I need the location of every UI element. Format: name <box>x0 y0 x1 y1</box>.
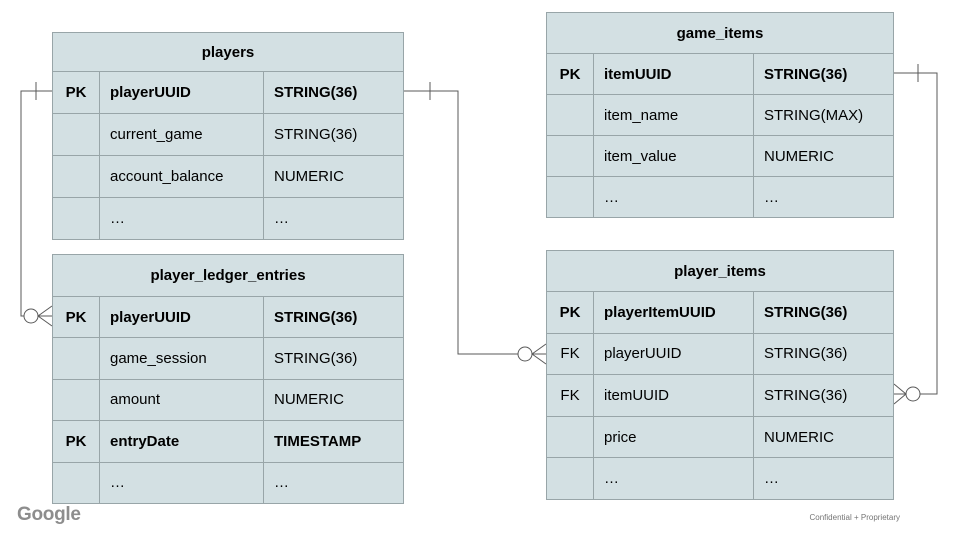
table-row: PK playerUUID STRING(36) <box>53 71 403 113</box>
field-name-cell: itemUUID <box>593 375 753 416</box>
field-type-cell: NUMERIC <box>263 379 403 421</box>
field-type-cell: STRING(MAX) <box>753 95 893 135</box>
crows-foot-marker <box>37 305 53 327</box>
connector-line <box>20 90 52 317</box>
field-type-cell: STRING(36) <box>753 375 893 416</box>
field-name-cell: … <box>593 177 753 217</box>
table-row: … … <box>53 461 403 503</box>
field-type-cell: STRING(36) <box>753 54 893 94</box>
table-row: amount NUMERIC <box>53 378 403 421</box>
table-row: FK itemUUID STRING(36) <box>547 374 893 416</box>
key-cell <box>53 114 99 155</box>
key-cell <box>53 198 99 239</box>
connector-game-items-to-player-items <box>893 64 938 405</box>
table-row: PK itemUUID STRING(36) <box>547 53 893 94</box>
field-name-cell: playerUUID <box>593 333 753 375</box>
table-row: … … <box>547 457 893 499</box>
field-name-cell: … <box>99 462 263 503</box>
field-name-cell: entryDate <box>99 421 263 462</box>
key-cell <box>547 95 593 135</box>
field-type-cell: … <box>753 177 893 217</box>
table-row: current_game STRING(36) <box>53 113 403 155</box>
field-type-cell: STRING(36) <box>263 338 403 379</box>
connector-players-to-player-items <box>404 82 547 365</box>
field-type-cell: NUMERIC <box>753 416 893 458</box>
key-cell: PK <box>559 303 581 321</box>
table-row: account_balance NUMERIC <box>53 155 403 197</box>
field-name-cell: current_game <box>99 114 263 155</box>
field-type-cell: STRING(36) <box>753 292 893 333</box>
zero-circle-marker <box>905 386 921 402</box>
connector-line <box>894 72 938 395</box>
field-type-cell: NUMERIC <box>753 136 893 176</box>
table-row: … … <box>53 197 403 239</box>
field-type-cell: STRING(36) <box>263 297 403 338</box>
entity-table-player-ledger-entries: player_ledger_entries PK playerUUID STRI… <box>52 254 404 504</box>
crows-foot-marker <box>531 343 547 365</box>
key-cell <box>53 380 99 420</box>
entity-table-players: players PK playerUUID STRING(36) current… <box>52 32 404 240</box>
field-name-cell: … <box>99 198 263 239</box>
google-logo: Google <box>17 504 81 525</box>
key-cell: PK <box>559 65 581 83</box>
field-type-cell: TIMESTAMP <box>263 421 403 462</box>
key-cell <box>547 417 593 458</box>
field-name-cell: account_balance <box>99 156 263 197</box>
zero-circle-marker <box>23 308 39 324</box>
field-name-cell: amount <box>99 379 263 421</box>
entity-table-game-items: game_items PK itemUUID STRING(36) item_n… <box>546 12 894 218</box>
confidentiality-note: Confidential + Proprietary <box>809 513 901 522</box>
crows-foot-marker <box>893 383 907 405</box>
table-row: PK playerItemUUID STRING(36) <box>547 291 893 333</box>
key-cell: PK <box>65 308 87 326</box>
table-row: price NUMERIC <box>547 415 893 458</box>
entity-table-player-items: player_items PK playerItemUUID STRING(36… <box>546 250 894 500</box>
table-title: players <box>201 43 255 61</box>
table-row: FK playerUUID STRING(36) <box>547 332 893 375</box>
key-cell <box>547 458 593 499</box>
table-row: item_value NUMERIC <box>547 135 893 176</box>
field-type-cell: STRING(36) <box>753 333 893 375</box>
table-row: game_session STRING(36) <box>53 337 403 379</box>
key-cell: FK <box>560 386 580 404</box>
key-cell <box>53 338 99 378</box>
connector-line <box>404 90 518 355</box>
field-name-cell: item_name <box>593 95 753 135</box>
field-name-cell: playerUUID <box>99 72 263 113</box>
table-row: … … <box>547 176 893 217</box>
field-name-cell: item_value <box>593 136 753 176</box>
field-type-cell: NUMERIC <box>263 156 403 197</box>
field-name-cell: itemUUID <box>593 54 753 94</box>
field-name-cell: game_session <box>99 338 263 379</box>
connector-players-to-player-ledger-entries <box>20 82 53 327</box>
field-name-cell: price <box>593 416 753 458</box>
key-cell <box>53 156 99 197</box>
field-name-cell: playerItemUUID <box>593 292 753 333</box>
key-cell <box>547 177 593 217</box>
table-row: PK entryDate TIMESTAMP <box>53 420 403 462</box>
zero-circle-marker <box>517 346 533 362</box>
table-title: player_ledger_entries <box>150 267 306 284</box>
key-cell <box>53 463 99 503</box>
table-title: player_items <box>674 262 766 280</box>
field-type-cell: STRING(36) <box>263 114 403 155</box>
table-title: game_items <box>676 24 764 42</box>
field-type-cell: … <box>263 462 403 503</box>
key-cell <box>547 136 593 176</box>
key-cell: PK <box>65 432 87 450</box>
field-name-cell: playerUUID <box>99 297 263 338</box>
field-type-cell: … <box>263 198 403 239</box>
field-type-cell: STRING(36) <box>263 72 403 113</box>
field-name-cell: … <box>593 458 753 499</box>
key-cell: PK <box>65 84 87 101</box>
table-row: PK playerUUID STRING(36) <box>53 296 403 338</box>
key-cell: FK <box>560 345 580 363</box>
field-type-cell: … <box>753 458 893 499</box>
table-row: item_name STRING(MAX) <box>547 94 893 135</box>
